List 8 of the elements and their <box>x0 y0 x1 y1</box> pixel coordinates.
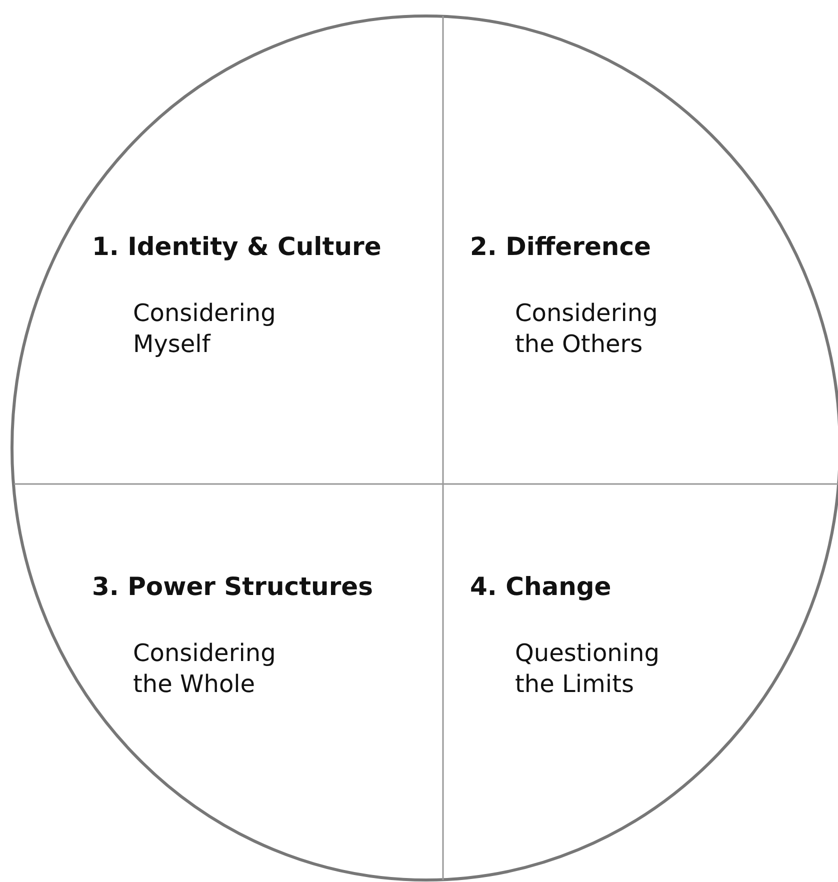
quadrant-heading: 3. Power Structures <box>92 572 373 601</box>
quadrant-heading: 1. Identity & Culture <box>92 232 382 261</box>
quadrant-subtitle: Considering the Whole <box>133 638 277 700</box>
quadrant-subtitle: Considering Myself <box>133 298 277 360</box>
quadrant-heading: 2. Difference <box>470 232 651 261</box>
quadrant-subtitle: Considering the Others <box>515 298 659 360</box>
quadrant-heading: 4. Change <box>470 572 612 601</box>
quadrant-subtitle: Questioning the Limits <box>515 638 660 700</box>
